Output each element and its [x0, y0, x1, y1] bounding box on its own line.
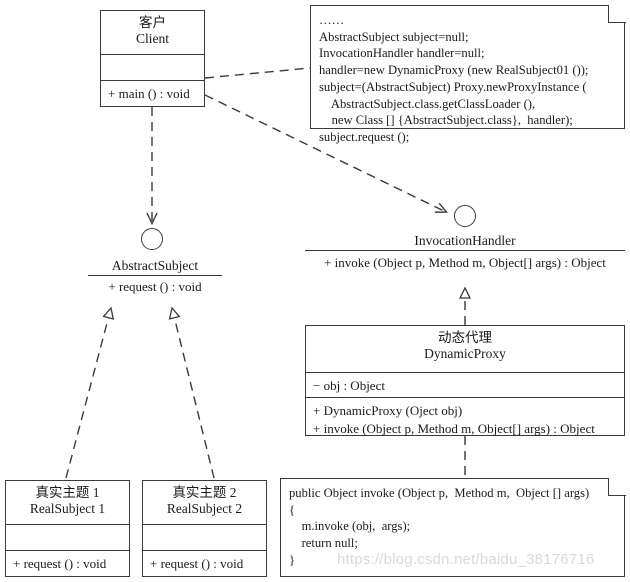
class-name-cn-client: 客户 — [139, 15, 166, 30]
class-attributes-realsubject1 — [6, 525, 129, 551]
class-attributes-dynamicproxy: − obj : Object — [306, 373, 624, 398]
interface-name-invocationhandler: InvocationHandler — [305, 233, 625, 251]
note-fold-corner-client-code — [607, 4, 626, 23]
class-name-en-client: Client — [136, 31, 169, 47]
operation-dynamicproxy-invoke: + invoke (Object p, Method m, Object[] a… — [313, 420, 595, 436]
class-name-en-realsubject2: RealSubject 2 — [166, 501, 243, 517]
link-client-to-client-code-note — [204, 67, 311, 79]
watermark-text: https://blog.csdn.net/baidu_38176716 — [337, 551, 595, 568]
class-name-cn-realsubject1: 真实主题 1 — [35, 485, 100, 500]
class-title-client: 客户 Client — [101, 11, 204, 55]
interface-abstractsubject[interactable]: AbstractSubject + request () : void — [88, 228, 222, 294]
link-realsubject2-realizes-abstractsubject — [168, 306, 215, 479]
class-name-en-realsubject1: RealSubject 1 — [29, 501, 106, 517]
interface-invocationhandler[interactable]: InvocationHandler + invoke (Object p, Me… — [305, 205, 625, 275]
class-box-dynamicproxy[interactable]: 动态代理 DynamicProxy − obj : Object + Dynam… — [305, 325, 625, 436]
link-realsubject1-realizes-abstractsubject — [65, 306, 115, 479]
operation-realsubject2-request: + request () : void — [150, 556, 244, 571]
interface-circle-invocationhandler — [454, 205, 476, 227]
class-operations-realsubject2: + request () : void — [143, 551, 266, 577]
note-invoke-code: public Object invoke (Object p, Method m… — [280, 477, 626, 577]
class-name-cn-dynamicproxy: 动态代理 — [438, 330, 492, 345]
class-box-client[interactable]: 客户 Client + main () : void — [100, 10, 205, 107]
class-attributes-client — [101, 55, 204, 81]
class-operations-client: + main () : void — [101, 81, 204, 107]
class-box-realsubject2[interactable]: 真实主题 2 RealSubject 2 + request () : void — [142, 480, 267, 577]
class-box-realsubject1[interactable]: 真实主题 1 RealSubject 1 + request () : void — [5, 480, 130, 577]
class-name-en-dynamicproxy: DynamicProxy — [424, 346, 506, 362]
class-operations-realsubject1: + request () : void — [6, 551, 129, 577]
class-name-cn-realsubject2: 真实主题 2 — [172, 485, 237, 500]
operation-realsubject1-request: + request () : void — [13, 556, 107, 571]
class-title-dynamicproxy: 动态代理 DynamicProxy — [306, 326, 624, 373]
interface-operation-abstractsubject: + request () : void — [108, 279, 202, 294]
class-title-realsubject1: 真实主题 1 RealSubject 1 — [6, 481, 129, 525]
note-fold-corner-invoke-code — [607, 477, 626, 496]
attribute-dynamicproxy-obj: − obj : Object — [313, 378, 385, 393]
operation-client-main: + main () : void — [108, 86, 190, 101]
note-client-code: …… AbstractSubject subject=null; Invocat… — [310, 4, 626, 144]
note-text-client-code: …… AbstractSubject subject=null; Invocat… — [319, 13, 589, 145]
class-operations-dynamicproxy: + DynamicProxy (Oject obj) + invoke (Obj… — [306, 398, 624, 441]
interface-circle-abstractsubject — [141, 228, 163, 250]
class-attributes-realsubject2 — [143, 525, 266, 551]
class-title-realsubject2: 真实主题 2 RealSubject 2 — [143, 481, 266, 525]
interface-name-abstractsubject: AbstractSubject — [88, 258, 222, 276]
note-text-invoke-code: public Object invoke (Object p, Method m… — [289, 486, 590, 567]
operation-dynamicproxy-ctor: + DynamicProxy (Oject obj) — [313, 403, 463, 418]
interface-operation-invocationhandler: + invoke (Object p, Method m, Object[] a… — [324, 255, 606, 270]
